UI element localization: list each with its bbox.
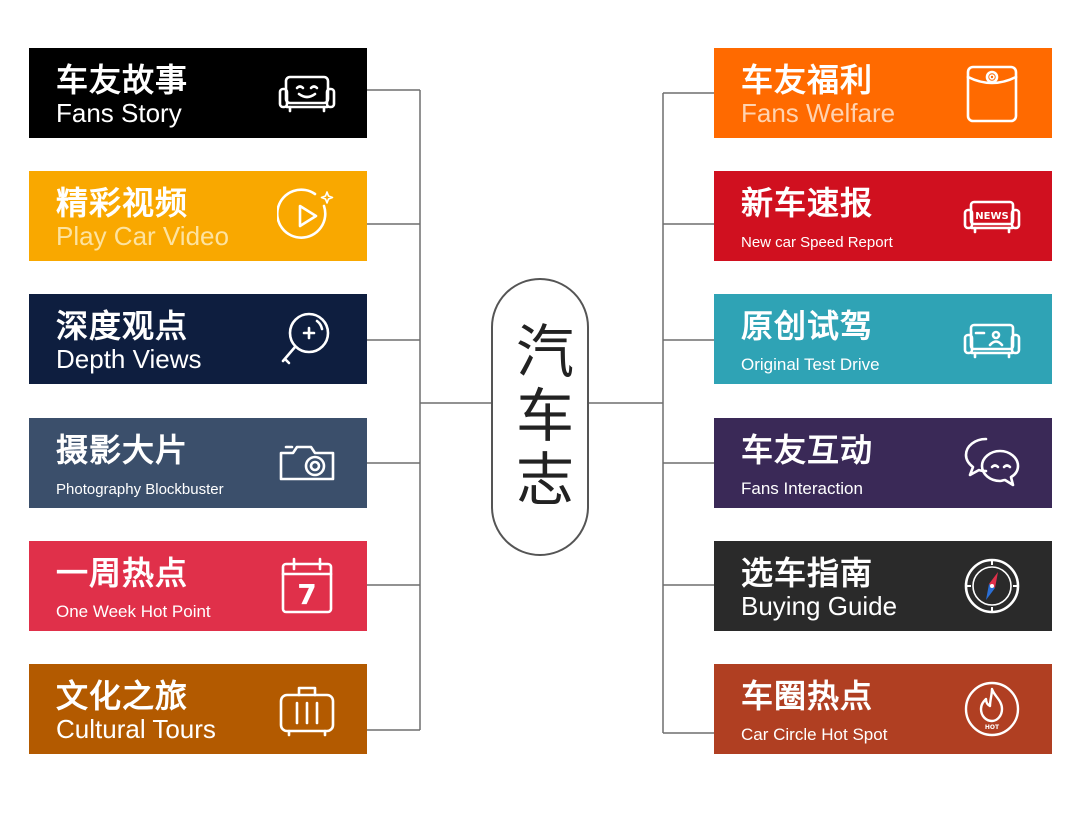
card-title-zh: 新车速报	[741, 184, 874, 222]
card-title-en: Depth Views	[56, 344, 202, 374]
calendar-7-icon: 7	[281, 557, 333, 614]
gift-card-icon	[966, 65, 1018, 123]
chat-bubbles-icon	[964, 437, 1020, 487]
card-title-en: Buying Guide	[741, 591, 898, 621]
card-title-zh: 文化之旅	[56, 677, 189, 715]
card-title-en: Play Car Video	[56, 221, 229, 251]
card-title-zh: 精彩视频	[56, 184, 189, 222]
card-original-test-drive[interactable]: 原创试驾 Original Test Drive	[714, 294, 1052, 384]
compass-icon	[964, 558, 1020, 614]
card-title-zh: 车友故事	[56, 61, 189, 99]
card-new-car-speed-report[interactable]: 新车速报 New car Speed Report NEWS	[714, 171, 1052, 261]
card-title-en: One Week Hot Point	[56, 602, 211, 621]
sofa-person-icon	[963, 323, 1021, 359]
card-fans-story[interactable]: 车友故事 Fans Story	[29, 48, 367, 138]
magnifier-icon	[281, 312, 330, 365]
calendar-number: 7	[297, 578, 316, 611]
card-title-en: Fans Interaction	[741, 479, 863, 498]
center-hub: 汽车志	[491, 278, 589, 556]
card-title-zh: 一周热点	[56, 554, 189, 592]
card-title-en: Cultural Tours	[56, 714, 216, 744]
play-circle-icon	[277, 188, 334, 239]
card-title-zh: 车友互动	[741, 431, 874, 469]
camera-icon	[279, 445, 335, 481]
card-title-en: New car Speed Report	[741, 234, 893, 251]
card-buying-guide[interactable]: 选车指南 Buying Guide	[714, 541, 1052, 631]
center-title: 汽车志	[506, 321, 574, 513]
card-title-zh: 摄影大片	[56, 431, 189, 469]
news-sofa-icon: NEWS	[963, 200, 1021, 234]
card-title-en: Fans Welfare	[741, 98, 896, 128]
hot-word: HOT	[985, 724, 1000, 731]
card-title-en: Fans Story	[56, 98, 182, 128]
card-photography-blockbuster[interactable]: 摄影大片 Photography Blockbuster	[29, 418, 367, 508]
card-play-car-video[interactable]: 精彩视频 Play Car Video	[29, 171, 367, 261]
suitcase-icon	[279, 686, 335, 737]
sofa-smile-icon	[278, 75, 336, 113]
card-one-week-hot-point[interactable]: 一周热点 One Week Hot Point 7	[29, 541, 367, 631]
card-title-en: Car Circle Hot Spot	[741, 725, 888, 744]
news-word: NEWS	[975, 211, 1008, 222]
card-title-zh: 深度观点	[56, 307, 189, 345]
card-title-en: Original Test Drive	[741, 355, 880, 374]
card-title-zh: 车友福利	[741, 61, 874, 99]
card-title-en: Photography Blockbuster	[56, 481, 224, 498]
hot-flame-icon: HOT	[964, 681, 1020, 737]
card-fans-welfare[interactable]: 车友福利 Fans Welfare	[714, 48, 1052, 138]
card-title-zh: 车圈热点	[741, 677, 874, 715]
card-fans-interaction[interactable]: 车友互动 Fans Interaction	[714, 418, 1052, 508]
card-title-zh: 原创试驾	[741, 307, 874, 345]
card-cultural-tours[interactable]: 文化之旅 Cultural Tours	[29, 664, 367, 754]
card-car-circle-hot-spot[interactable]: 车圈热点 Car Circle Hot Spot HOT	[714, 664, 1052, 754]
card-title-zh: 选车指南	[741, 554, 874, 592]
card-depth-views[interactable]: 深度观点 Depth Views	[29, 294, 367, 384]
